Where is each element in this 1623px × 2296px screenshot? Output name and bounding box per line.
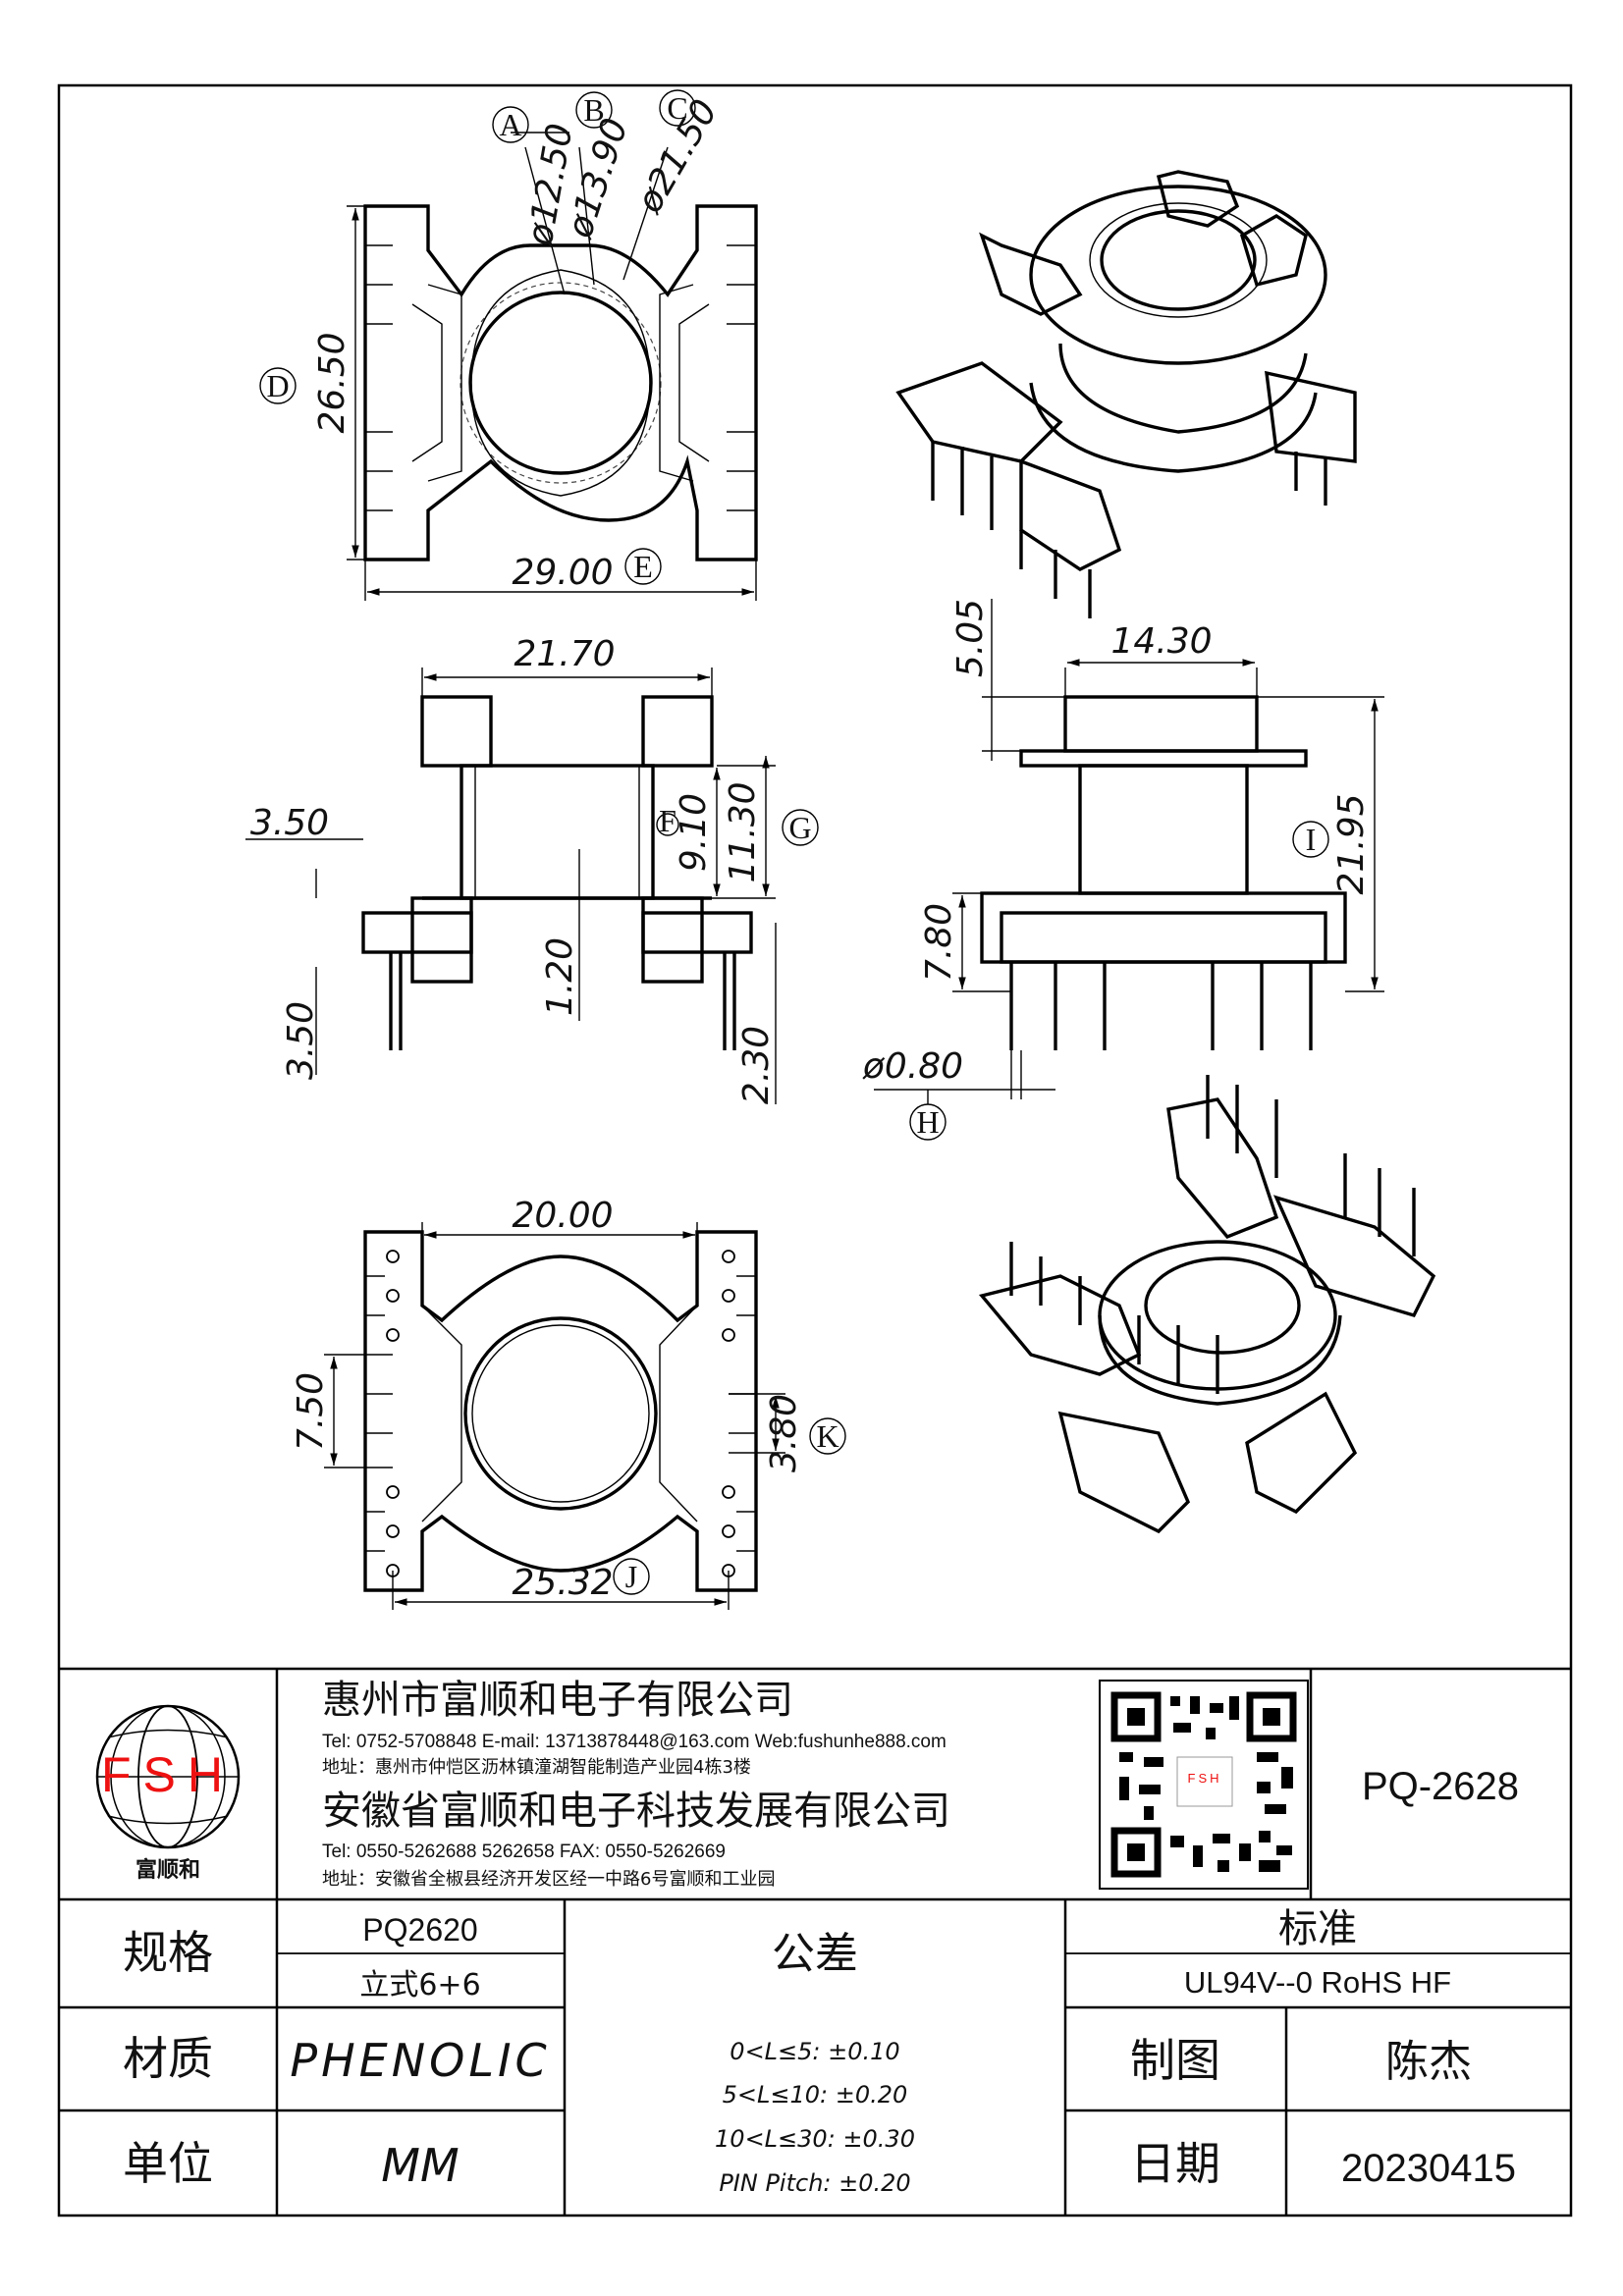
standard-value: UL94V--0 RoHS HF: [1184, 1965, 1451, 2000]
company-1-address: 地址：惠州市仲恺区沥林镇潼湖智能制造产业园4栋3楼: [322, 1757, 751, 1778]
dim-14-30: 14.30: [1110, 621, 1212, 662]
dim-25-32: 25.32: [512, 1563, 613, 1603]
dim-7-50: 7.50: [291, 1372, 331, 1451]
material-value: PHENOLIC: [290, 2034, 550, 2087]
company-1-name: 惠州市富顺和电子有限公司: [322, 1678, 793, 1723]
dim-height-26-50: 26.50: [312, 332, 352, 433]
callout-d: D: [266, 368, 289, 403]
dim-5-05: 5.05: [950, 599, 991, 677]
dim-3-50-top: 3.50: [250, 803, 329, 843]
isometric-view-bottom: [978, 1075, 1436, 1534]
dim-11-30: 11.30: [723, 781, 763, 882]
part-number: PQ-2628: [1362, 1765, 1519, 1808]
unit-value: MM: [381, 2139, 459, 2192]
dim-0-80: ø0.80: [862, 1046, 963, 1087]
callout-i: I: [1306, 822, 1317, 857]
tolerance-2: 5<L≤10: ±0.20: [723, 2081, 908, 2109]
spec-value-1: PQ2620: [362, 1912, 477, 1948]
dim-1-20: 1.20: [540, 937, 580, 1016]
drawn-by-value: 陈杰: [1385, 2037, 1472, 2087]
dim-20-00: 20.00: [512, 1196, 613, 1236]
material-label: 材质: [123, 2032, 213, 2085]
dim-3-80: 3.80: [764, 1394, 804, 1472]
callout-e: E: [633, 549, 653, 584]
callout-f: F: [659, 803, 676, 838]
sheet-border: [57, 83, 1573, 2217]
company-2-contact: Tel: 0550-5262688 5262658 FAX: 0550-5262…: [322, 1842, 726, 1862]
date-value: 20230415: [1341, 2147, 1516, 2190]
side-view-pins: [1009, 962, 1313, 1050]
logo-caption: 富顺和: [135, 1857, 200, 1883]
date-label: 日期: [1130, 2137, 1220, 2190]
dim-21-70: 21.70: [514, 634, 615, 674]
spec-label: 规格: [123, 1926, 213, 1979]
callout-j: J: [625, 1559, 637, 1594]
callout-b: B: [583, 92, 604, 128]
front-view: 21.70 3.50 3.50 9.10 11.30 F G 1.20 2.30: [245, 634, 819, 1104]
title-block: FSH 富顺和 惠州市富顺和电子有限公司 Tel: 0752-5708848 E…: [59, 1667, 1571, 2216]
tolerance-4: PIN Pitch: ±0.20: [719, 2169, 910, 2197]
fsh-logo: FSH 富顺和: [95, 1704, 241, 1883]
callout-c: C: [667, 90, 687, 126]
company-1-contact: Tel: 0752-5708848 E-mail: 13713878448@16…: [322, 1732, 947, 1752]
standard-label: 标准: [1278, 1906, 1357, 1951]
side-view: 14.30 5.05 21.95 I 7.80 ø0.80 H: [862, 599, 1384, 1141]
company-2-address: 地址：安徽省全椒县经济开发区经一中路6号富顺和工业园: [322, 1869, 775, 1890]
top-view: 26.50 D 29.00 E A B C ø12.50 ø13.90 ø21.…: [259, 89, 758, 601]
bottom-view-pin-holes: [386, 1250, 735, 1577]
callout-a: A: [499, 107, 521, 142]
dim-3-50-bot: 3.50: [281, 1001, 321, 1080]
logo-text: FSH: [101, 1747, 235, 1802]
isometric-view-top: [895, 170, 1357, 618]
qr-label: FSH: [1188, 1771, 1222, 1786]
callout-k: K: [816, 1418, 839, 1454]
drawn-by-label: 制图: [1130, 2034, 1220, 2087]
dim-9-10: 9.10: [674, 793, 714, 872]
tolerance-3: 10<L≤30: ±0.30: [715, 2125, 915, 2153]
tolerance-1: 0<L≤5: ±0.10: [730, 2038, 899, 2065]
bottom-view: 20.00 7.50 3.80 K 25.32 J: [291, 1196, 846, 1610]
company-2-name: 安徽省富顺和电子科技发展有限公司: [322, 1789, 950, 1834]
qr-code: FSH: [1099, 1680, 1309, 1890]
spec-value-2: 立式6+6: [359, 1968, 480, 2002]
dim-7-80: 7.80: [919, 903, 959, 982]
dim-21-95: 21.95: [1331, 793, 1372, 894]
tolerance-label: 公差: [772, 1929, 858, 1979]
dim-2-30: 2.30: [736, 1026, 777, 1104]
unit-label: 单位: [123, 2137, 213, 2190]
dim-width-29-00: 29.00: [512, 553, 613, 593]
callout-h: H: [916, 1104, 939, 1140]
callout-g: G: [788, 810, 811, 845]
